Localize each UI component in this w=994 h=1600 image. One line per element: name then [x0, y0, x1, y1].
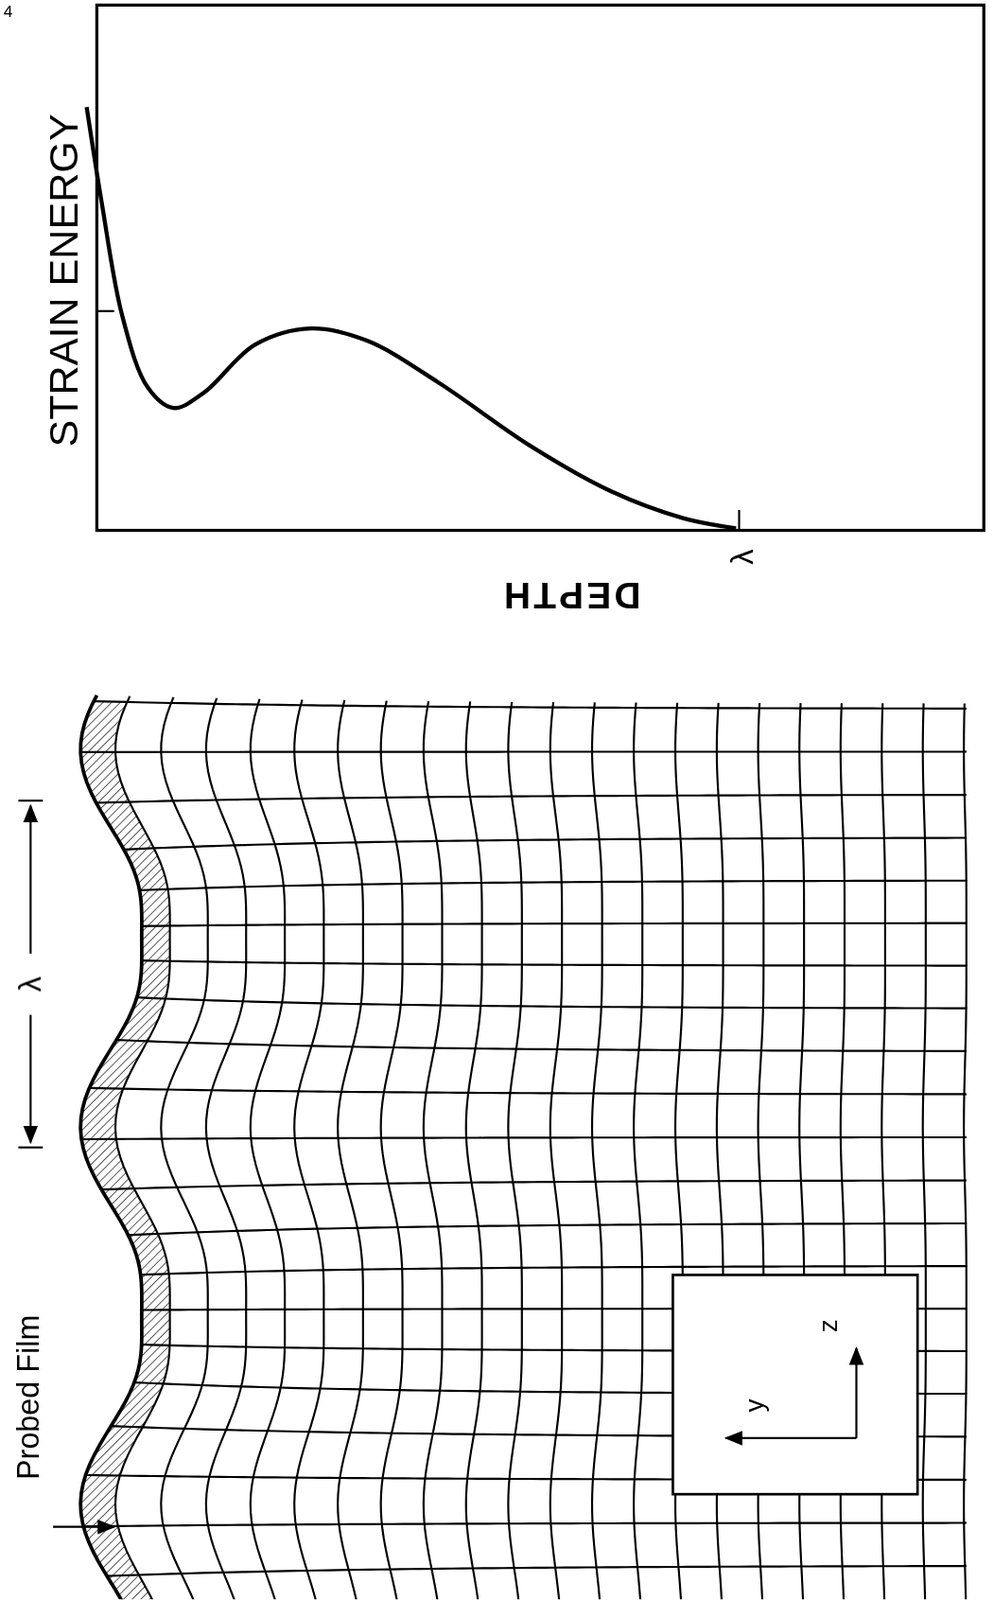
energy-curve-line	[87, 106, 737, 528]
mesh-line	[139, 879, 967, 890]
dimension-line	[29, 1014, 32, 1143]
film-hatch	[141, 924, 171, 960]
axis-tick	[737, 509, 740, 531]
film-hatch	[140, 1273, 171, 1309]
film-hatch	[88, 1039, 147, 1089]
mesh-line	[381, 700, 403, 1600]
mesh-line	[137, 996, 967, 1009]
mesh-line	[80, 695, 142, 1599]
z-axis-arrow	[854, 1347, 857, 1438]
film-hatch	[141, 1308, 171, 1344]
mesh-line	[123, 837, 967, 850]
mesh-line	[141, 923, 967, 926]
mesh-line	[81, 1136, 967, 1139]
film-hatch	[96, 802, 155, 850]
dimension-label: λ	[13, 974, 49, 994]
dimension-tick	[17, 1146, 43, 1149]
mesh-line	[116, 1039, 967, 1051]
film-hatch	[139, 889, 171, 926]
mesh-line	[550, 701, 562, 1599]
mesh-line	[115, 696, 171, 1599]
mesh-line	[206, 697, 246, 1599]
axis-label: DEPTH	[501, 575, 642, 613]
axis-inset	[672, 1273, 918, 1494]
mesh-line	[93, 700, 967, 709]
mesh-line	[592, 701, 603, 1599]
film-hatch	[80, 700, 127, 752]
mesh-line	[633, 702, 643, 1600]
mesh-line	[250, 698, 285, 1599]
mesh-line	[106, 1565, 967, 1576]
film-hatch	[86, 1425, 143, 1475]
energy-curve	[87, 106, 737, 528]
mesh-line	[466, 700, 483, 1599]
mesh-line	[294, 698, 324, 1599]
mesh-line	[507, 701, 522, 1599]
axis-label: λ	[727, 548, 758, 564]
mesh-line	[101, 1179, 967, 1189]
film-hatch	[80, 751, 130, 803]
mesh-line	[160, 697, 208, 1599]
axis-label: STRAIN ENERGY	[42, 113, 84, 447]
mesh-line	[96, 794, 967, 803]
leader-arrow	[52, 1525, 115, 1528]
page-number: 4	[3, 3, 14, 20]
y-axis-arrow	[725, 1436, 856, 1439]
callout-label: Probed Film	[13, 1314, 44, 1480]
mesh-line	[140, 1265, 967, 1275]
axis-label: z	[814, 1318, 841, 1332]
film-hatch	[80, 1474, 121, 1526]
mesh-line	[423, 700, 443, 1599]
mesh-line	[80, 749, 967, 753]
film-hatch	[101, 1187, 158, 1235]
axis-label: y	[741, 1397, 768, 1412]
dimension-line	[29, 805, 32, 954]
mesh-line	[83, 1521, 967, 1526]
axis-tick	[96, 310, 114, 313]
mesh-line	[141, 959, 967, 966]
dimension-tick	[17, 799, 43, 802]
mesh-line	[337, 699, 364, 1599]
deformed-mesh	[80, 695, 967, 1599]
film-hatch	[123, 847, 169, 890]
mesh-line	[128, 1221, 967, 1235]
mesh-line	[88, 1087, 966, 1095]
